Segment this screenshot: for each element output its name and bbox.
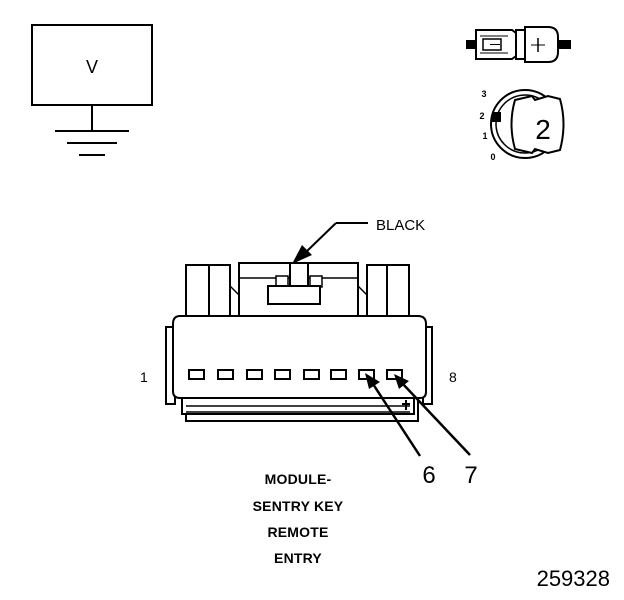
pin-cavity-6-left <box>330 369 347 380</box>
ignition-key-icon <box>466 26 571 63</box>
connector-color-label: BLACK <box>376 217 425 234</box>
voltmeter-label: V <box>86 57 98 77</box>
pin-label-right: 8 <box>449 369 457 385</box>
pin-cavity-2 <box>217 369 234 380</box>
probe-pin-label-7: 7 <box>464 462 477 489</box>
caption-line-2: SENTRY KEY <box>252 498 344 514</box>
pin-cavity-1 <box>188 369 205 380</box>
figure-number: 259328 <box>536 566 610 591</box>
probe-arrow-7 <box>394 374 471 456</box>
probe-pin-label-6: 6 <box>422 462 435 489</box>
probe-arrow-6 <box>365 373 422 457</box>
pin-cavity-4 <box>274 369 291 380</box>
caption-line-1: MODULE- <box>264 471 332 487</box>
pin-cavity-3 <box>246 369 263 380</box>
position-label-0: 0 <box>490 152 495 162</box>
selected-position: 2 <box>535 114 551 145</box>
caption-line-4: ENTRY <box>274 550 322 566</box>
position-label-3: 3 <box>481 89 486 99</box>
voltmeter-symbol: V <box>31 24 153 130</box>
ground-icon <box>55 130 129 156</box>
pin-label-left: 1 <box>140 369 148 385</box>
position-label-1: 1 <box>482 131 487 141</box>
pin-cavity-5 <box>303 369 320 380</box>
connector-body <box>165 262 433 422</box>
ignition-switch-icon: 3 2 1 0 2 <box>479 89 565 162</box>
caption-line-3: REMOTE <box>267 524 329 540</box>
color-callout: BLACK <box>292 217 425 264</box>
position-label-2: 2 <box>479 111 484 121</box>
